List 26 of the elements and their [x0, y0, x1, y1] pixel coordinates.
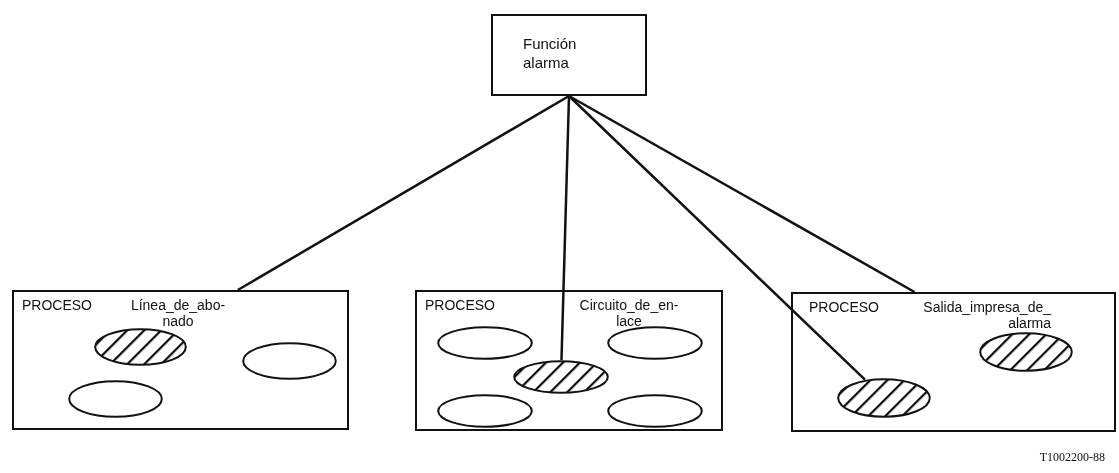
process-keyword: PROCESO: [22, 297, 93, 313]
function-box: [491, 14, 647, 96]
connector-line: [568, 94, 916, 294]
process-keyword: PROCESO: [809, 299, 880, 315]
figure-reference-code: T1002200-88: [1039, 450, 1105, 465]
ellipse: [242, 342, 337, 380]
process-name: Salida_impresa_de_ alarma: [922, 299, 1051, 331]
hatched-ellipse: [837, 378, 931, 418]
process-box: [415, 290, 723, 431]
ellipse: [437, 326, 533, 360]
function-label: Función alarma: [523, 34, 578, 72]
ellipse: [68, 380, 163, 418]
process-box: [12, 290, 349, 430]
ellipse: [437, 394, 533, 428]
connector-line: [237, 94, 570, 292]
process-keyword: PROCESO: [425, 297, 496, 313]
connector-line: [568, 95, 866, 381]
process-name: Línea_de_abo- nado: [129, 297, 227, 329]
hatched-ellipse: [513, 360, 609, 394]
ellipse: [607, 394, 703, 428]
process-name: Circuito_de_en- lace: [578, 297, 680, 329]
connector-line: [560, 95, 571, 361]
process-box: [791, 292, 1116, 432]
hatched-ellipse: [979, 332, 1073, 372]
ellipse: [607, 326, 703, 360]
hatched-ellipse: [94, 328, 187, 366]
